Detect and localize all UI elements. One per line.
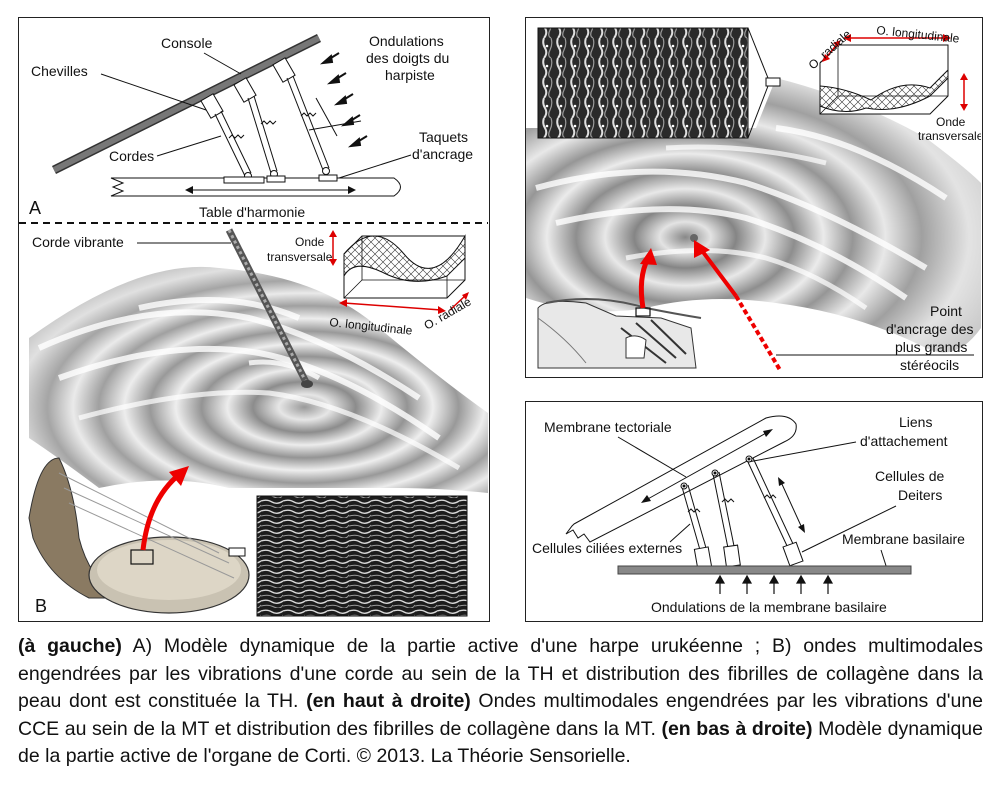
soundboard-shape (110, 177, 401, 197)
basilar-arrows (714, 574, 834, 594)
o-radiale-left: O. radiale (422, 294, 474, 332)
anchor-point (690, 234, 698, 242)
caption-bold-left: (à gauche) (18, 635, 122, 657)
table-label: Table d'harmonie (199, 204, 305, 220)
collagen-micrograph-right (537, 27, 749, 139)
cellules-ciliees-label: Cellules ciliées externes (532, 540, 682, 556)
caption-bold-bottom-right: (en bas à droite) (661, 717, 813, 740)
left-panel-figure: Console Chevilles Cordes Ondulations des… (19, 33, 488, 617)
caption-text-left: A) Modèle dynamique de la partie active … (18, 635, 983, 712)
ondulations-basilaire-label: Ondulations de la membrane basilaire (651, 599, 887, 615)
cordes-label: Cordes (109, 148, 154, 164)
bottom-right-panel: Membrane tectoriale Liens d'attachement … (525, 401, 983, 622)
chevilles-label: Chevilles (31, 63, 88, 79)
point-line4: stéréocils (900, 357, 959, 373)
point-line2: d'ancrage des (886, 321, 974, 337)
corti-inset (537, 298, 702, 369)
collagen-micrograph-left (256, 495, 468, 617)
liens-line1: Liens (899, 414, 932, 430)
onde-label-right-2: transversale (918, 129, 981, 143)
tectorial-membrane (565, 415, 797, 543)
caption-bold-top-right: (en haut à droite) (306, 690, 471, 712)
membrane-tectoriale-label: Membrane tectoriale (544, 419, 672, 435)
ondulations-line3: harpiste (385, 67, 435, 83)
membrane-basilaire-label: Membrane basilaire (842, 531, 965, 547)
red-dotted-line (734, 294, 782, 372)
ondulations-line1: Ondulations (369, 33, 444, 49)
top-right-panel: O. radiale O. longitudinale Onde transve… (525, 17, 984, 378)
console-label: Console (161, 35, 213, 51)
corde-vibrante-label: Corde vibrante (32, 234, 124, 250)
wave-box-left (343, 234, 466, 299)
top-right-figure: O. radiale O. longitudinale Onde transve… (526, 23, 984, 373)
onde-label-right-1: Onde (936, 115, 966, 129)
liens-line2: d'attachement (860, 433, 948, 449)
cellules-deiters-line1: Cellules de (875, 468, 944, 484)
label-a: A (29, 198, 41, 218)
taquets-line2: d'ancrage (412, 146, 473, 162)
bottom-right-figure: Membrane tectoriale Liens d'attachement … (532, 414, 965, 615)
outer-hair-cells (680, 455, 804, 570)
cellules-deiters-line2: Deiters (898, 487, 942, 503)
point-line3: plus grands (895, 339, 967, 355)
harp-strings (200, 57, 330, 180)
basilar-membrane (617, 565, 912, 575)
figure-caption: (à gauche) A) Modèle dynamique de la par… (18, 633, 983, 771)
point-line1: Point (930, 303, 962, 319)
taquets-line1: Taquets (419, 129, 468, 145)
label-b: B (35, 596, 47, 616)
caption-text-top-right: Ondes multimodales engendrées par les vi… (18, 690, 983, 740)
ripple-surface (29, 266, 488, 493)
wave-box-right (819, 44, 949, 115)
onde-label-left-2: transversale (267, 250, 333, 264)
o-longitudinale-right: O. longitudinale (876, 23, 961, 46)
onde-label-left-1: Onde (295, 235, 325, 249)
finger-arrows (319, 52, 368, 148)
harp-illustration (28, 457, 250, 614)
caption-text-bottom-right: Modèle dynamique de la partie active de … (18, 717, 983, 768)
ondulations-line2: des doigts du (366, 50, 449, 66)
left-panel: Console Chevilles Cordes Ondulations des… (18, 17, 490, 622)
